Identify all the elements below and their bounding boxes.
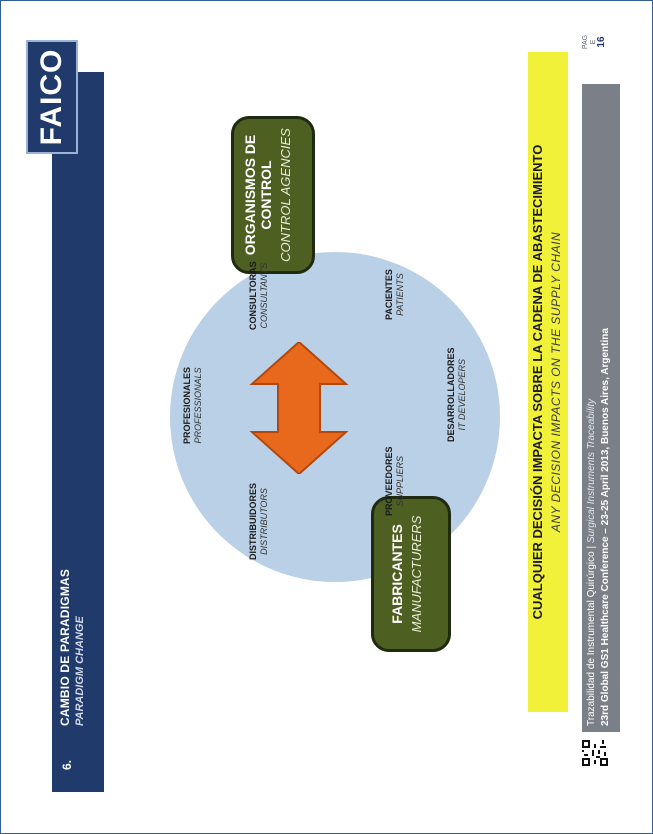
footer-title-es: Trazabilidad de Instrumental Quirúrgico …: [586, 545, 597, 726]
slide-content: 6. CAMBIO DE PARADIGMAS PARADIGM CHANGE …: [16, 8, 632, 822]
page-number-value: 16: [596, 36, 607, 48]
actor-label-es: PACIENTES: [384, 269, 394, 320]
qr-code-icon: [582, 740, 608, 766]
actor-label-en: CONSULTANTS: [259, 262, 269, 329]
page-label-1: PAG: [582, 34, 589, 50]
control-agencies-label-es: ORGANISMOS DE CONTROL: [242, 134, 274, 256]
actor-consultants: CONSULTORAS CONSULTANTS: [248, 261, 269, 330]
manufacturers-label-en: MANUFACTURERS: [409, 515, 424, 633]
control-agencies-box: ORGANISMOS DE CONTROL CONTROL AGENCIES: [231, 116, 315, 274]
section-title: CAMBIO DE PARADIGMAS: [58, 568, 72, 726]
slide: 6. CAMBIO DE PARADIGMAS PARADIGM CHANGE …: [16, 8, 632, 822]
double-arrow-icon: [249, 342, 349, 474]
section-number: 6.: [60, 759, 74, 770]
impact-banner-es: CUALQUIER DECISIÓN IMPACTA SOBRE LA CADE…: [530, 144, 545, 620]
impact-banner-en: ANY DECISION IMPACTS ON THE SUPPLY CHAIN: [549, 231, 563, 533]
actor-it-developers: DESARROLLADORES IT DEVELOPERS: [446, 347, 467, 442]
actor-distributors: DISTRIBUIDORES DISTRIBUTORS: [248, 483, 269, 560]
actor-label-es: DESARROLLADORES: [446, 347, 456, 442]
actor-label-en: IT DEVELOPERS: [457, 358, 467, 431]
actor-professionals: PROFESIONALES PROFESSIONALS: [182, 367, 203, 444]
manufacturers-box: FABRICANTES MANUFACTURERS: [371, 496, 451, 652]
actor-label-en: DISTRIBUTORS: [259, 488, 269, 555]
footer-title-en: Surgical Instruments Traceability: [586, 398, 597, 544]
actor-label-en: PROFESSIONALS: [193, 367, 203, 444]
actor-label-es: PROFESIONALES: [182, 366, 192, 444]
manufacturers-label-es: FABRICANTES: [389, 524, 405, 624]
actor-label-es: PROVEEDORES: [384, 446, 394, 516]
page-number: PAG E 16: [582, 22, 607, 62]
control-agencies-label-en: CONTROL AGENCIES: [278, 128, 293, 262]
actor-patients: PACIENTES PATIENTS: [384, 269, 405, 320]
actor-label-es: CONSULTORAS: [248, 261, 258, 330]
actor-label-en: SUPPLIERS: [395, 455, 405, 507]
actor-suppliers: PROVEEDORES SUPPLIERS: [384, 446, 405, 516]
actor-label-es: DISTRIBUIDORES: [248, 482, 258, 560]
faico-logo: FAICO: [26, 40, 78, 154]
footer-line-2: 23rd Global GS1 Healthcare Conference – …: [600, 328, 611, 726]
actor-label-en: PATIENTS: [395, 273, 405, 316]
footer-line-1: Trazabilidad de Instrumental Quirúrgico …: [586, 399, 597, 726]
section-subtitle: PARADIGM CHANGE: [74, 616, 86, 726]
